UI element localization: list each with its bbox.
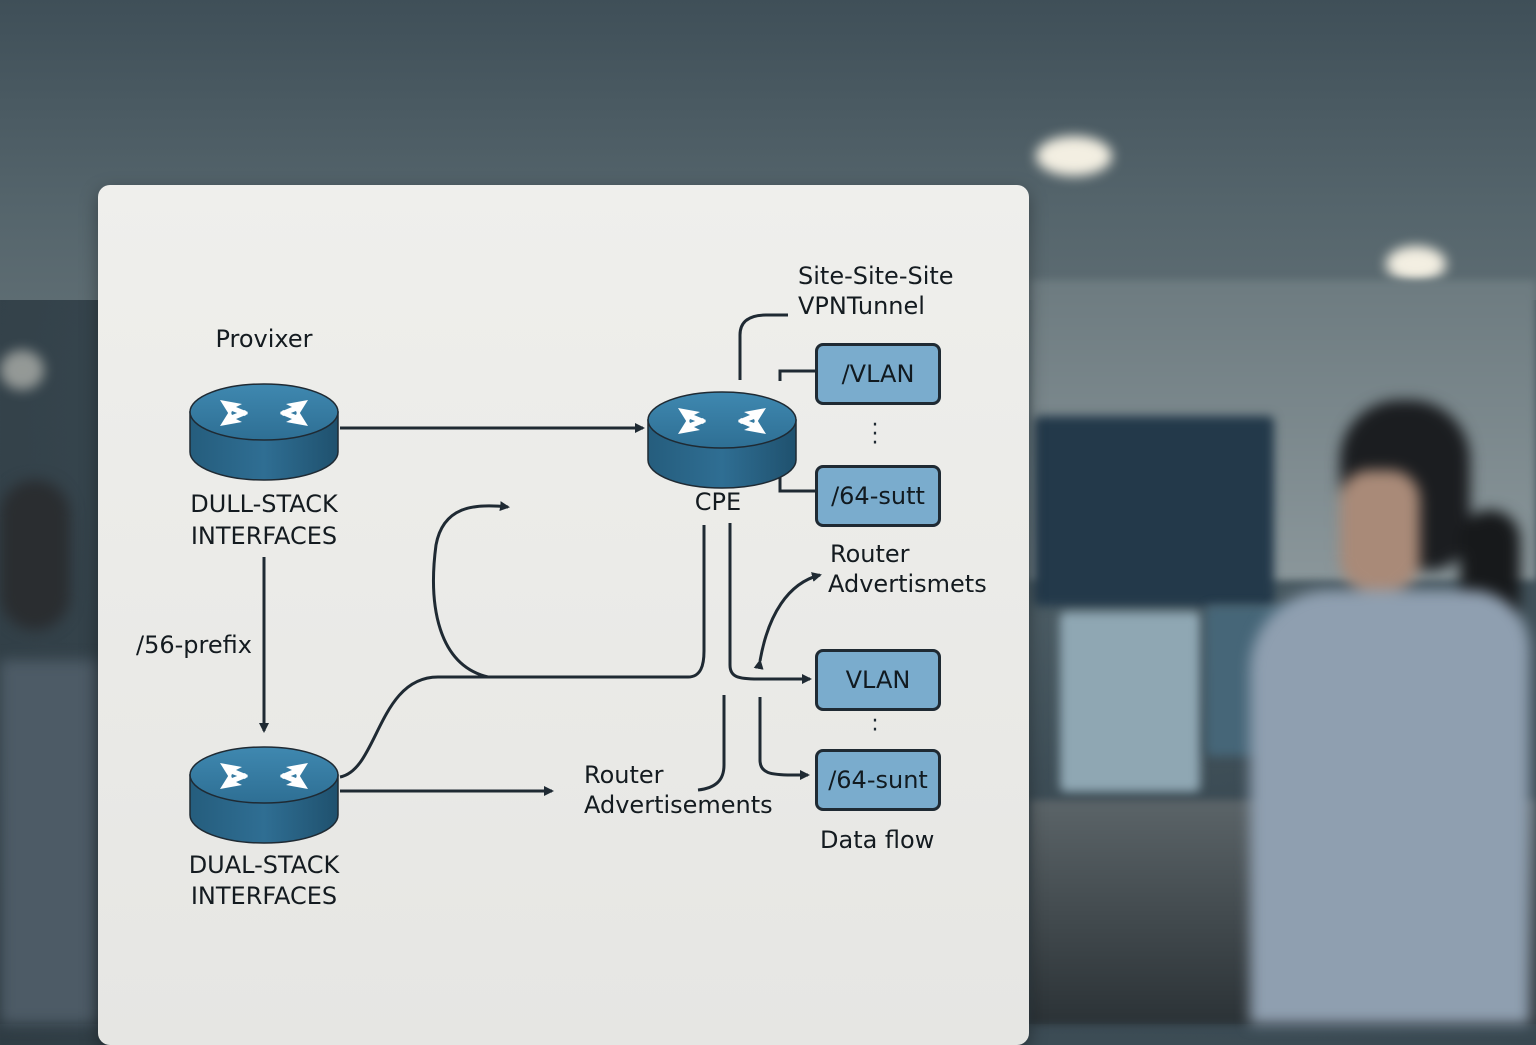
router-icon [647, 391, 797, 489]
link-sunt [758, 697, 810, 780]
bottom-router-label-line2: INTERFACES [190, 882, 338, 910]
router-adv-right-line1: Router [830, 540, 910, 568]
background-person [1190, 400, 1536, 1024]
ra-double-arrow [753, 572, 822, 670]
diagram-card: Provixer DULL-STACK INTERFACES /56-prefi… [98, 185, 1029, 1045]
ellipsis-dots: ··· [871, 413, 879, 456]
link-tunnel [738, 313, 788, 380]
link-cpe-vlan [728, 523, 812, 684]
sutt-box: /64-sutt [815, 465, 941, 527]
loop-arrow [432, 501, 510, 679]
router-icon [189, 746, 339, 844]
ceiling-light [1036, 136, 1112, 176]
cpe-label: CPE [694, 488, 742, 516]
ceiling-light [1386, 246, 1446, 282]
ellipsis-dots: ·· [871, 709, 879, 743]
router-icon [189, 383, 339, 481]
bottom-router-label-line1: DUAL-STACK [188, 851, 340, 879]
prefix-label: /56-prefix [136, 631, 252, 659]
vlan-box: /VLAN [815, 343, 941, 405]
background-monitor [1060, 612, 1200, 792]
router-adv-bottom-line1: Router [584, 761, 664, 789]
link-ra-bottom [697, 695, 726, 792]
tunnel-label-line1: Site-Site-Site [798, 262, 954, 290]
router-adv-bottom-line2: Advertisements [584, 791, 773, 819]
background-monitor [1034, 416, 1274, 606]
top-router-label-line1: DULL-STACK [190, 490, 338, 518]
vlan-box-2: VLAN [815, 649, 941, 711]
diagram-connections [189, 313, 822, 844]
background-person [0, 480, 98, 1024]
link-cpe-vlan-box [778, 369, 816, 381]
top-router-label-line2: INTERFACES [190, 522, 338, 550]
router-adv-right-line2: Advertismets [828, 570, 987, 598]
tunnel-label-line2: VPNTunnel [798, 292, 925, 320]
data-flow-label: Data flow [820, 826, 935, 854]
provider-label: Provixer [215, 325, 313, 353]
link-bottom-cpe [339, 525, 706, 779]
ceiling-light [0, 350, 44, 390]
sunt-box: /64-sunt [815, 749, 941, 811]
